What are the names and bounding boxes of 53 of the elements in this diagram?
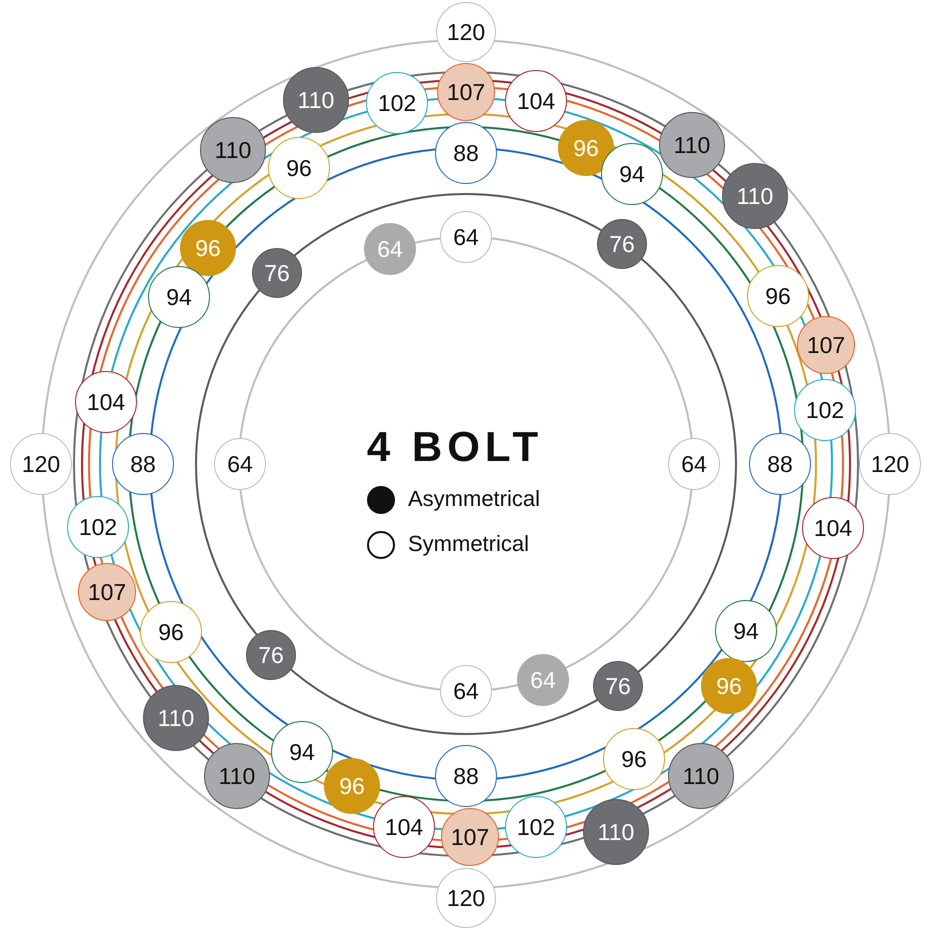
bolt-circle: 110	[583, 799, 649, 865]
bolt-circle: 110	[143, 685, 209, 751]
bolt-circle: 104	[505, 70, 567, 132]
bolt-circle: 64	[517, 654, 569, 706]
bolt-circle: 64	[440, 211, 492, 263]
bolt-circle: 110	[200, 117, 266, 183]
bolt-circle: 110	[659, 112, 725, 178]
bolt-circle: 96	[140, 601, 202, 663]
bolt-circle: 120	[436, 868, 496, 928]
bolt-circle: 76	[597, 219, 647, 269]
bolt-circle: 88	[435, 122, 497, 184]
bolt-circle: 102	[505, 796, 567, 858]
bolt-circle: 107	[441, 808, 499, 866]
bolt-circle: 96	[603, 728, 665, 790]
bolt-circle: 107	[78, 563, 136, 621]
bolt-circle: 64	[214, 438, 266, 490]
bolt-circle: 104	[75, 371, 137, 433]
bolt-circle: 96	[747, 265, 809, 327]
bolt-circle: 94	[271, 721, 333, 783]
title: 4 BOLT	[366, 423, 544, 471]
bolt-circle: 88	[112, 433, 174, 495]
bolt-circle: 104	[373, 796, 435, 858]
bolt-circle: 96	[268, 137, 330, 199]
bolt-circle: 76	[246, 630, 296, 680]
bolt-circle: 102	[67, 496, 129, 558]
bolt-circle: 94	[601, 143, 663, 205]
bolt-circle: 120	[436, 2, 496, 62]
bolt-circle: 102	[366, 72, 428, 134]
bolt-circle: 107	[797, 316, 855, 374]
bolt-circle: 110	[722, 163, 788, 229]
bolt-circle: 96	[558, 120, 614, 176]
bolt-circle: 104	[802, 497, 864, 559]
bolt-circle: 64	[364, 223, 416, 275]
bolt-circle: 96	[324, 758, 380, 814]
bolt-circle: 94	[715, 600, 777, 662]
bolt-circle: 76	[252, 248, 302, 298]
bolt-circle: 120	[10, 433, 72, 495]
bolt-circle: 96	[180, 220, 236, 276]
bolt-circle: 64	[668, 438, 720, 490]
bolt-circle: 94	[148, 266, 210, 328]
bolt-circle: 110	[204, 743, 270, 809]
bolt-circle: 120	[859, 433, 921, 495]
bolt-circle: 110	[283, 67, 349, 133]
legend-label: Symmetrical	[408, 531, 530, 557]
bolt-circle: 76	[593, 661, 643, 711]
bolt-circle: 88	[749, 433, 811, 495]
bolt-circle: 110	[668, 743, 734, 809]
bolt-circle: 107	[437, 63, 495, 121]
bolt-circle: 102	[794, 379, 856, 441]
bolt-circle: 64	[440, 665, 492, 717]
bolt-circle: 88	[435, 745, 497, 807]
legend-label: Asymmetrical	[408, 486, 540, 512]
bolt-circle: 96	[701, 658, 757, 714]
